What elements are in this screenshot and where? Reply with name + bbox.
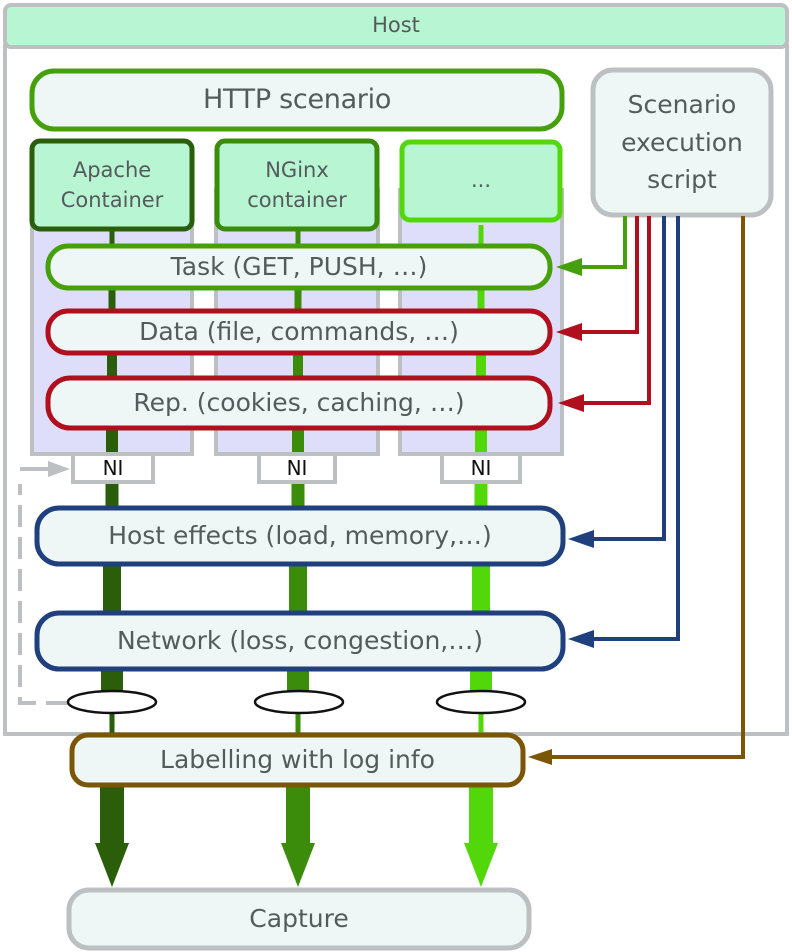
apache-container-box — [29, 138, 195, 232]
ni-label-apache: NI — [102, 456, 124, 480]
arrowhead-data — [556, 323, 582, 341]
ni-box-other — [440, 452, 522, 484]
control-line-rep — [580, 216, 651, 405]
nginx-container-box — [214, 138, 380, 232]
arrowhead-task — [556, 258, 582, 276]
http-scenario-label: HTTP scenario — [202, 83, 392, 115]
nginx-container-label: NGinx container — [217, 141, 377, 229]
host-title: Host — [372, 13, 420, 38]
flow-nginx-segment-0 — [295, 225, 301, 248]
http-scenario-box — [29, 68, 565, 132]
apache-container-label: Apache Container — [32, 141, 192, 229]
flow-other-segment-5 — [472, 562, 490, 615]
capture-point-other — [435, 689, 527, 715]
flow-apache-segment-2 — [107, 352, 117, 380]
arrowhead-network — [568, 630, 594, 648]
flow-apache-segment-5 — [103, 562, 121, 615]
capture-label: Capture — [249, 904, 349, 933]
flow-other-segment-6 — [470, 668, 492, 694]
network-layer-label: Network (loss, congestion,…) — [116, 626, 483, 655]
arrowhead-labelling — [528, 749, 552, 765]
flow-apache-segment-7 — [109, 712, 115, 738]
data-layer-box — [45, 308, 553, 356]
ni-label-nginx: NI — [286, 456, 308, 480]
flow-apache-segment-3 — [106, 428, 118, 456]
host-header — [3, 3, 789, 49]
flow-nginx-segment-5 — [289, 562, 307, 615]
other-container-label: ... — [470, 168, 492, 193]
dashed-feedback-loop — [18, 484, 68, 705]
flow-apache-segment-6 — [101, 668, 123, 694]
host-effects-layer-label: Host effects (load, memory,…) — [108, 521, 492, 550]
script-line2: execution — [621, 127, 743, 157]
flow-apache-segment-0 — [109, 225, 115, 248]
rep-layer-box — [45, 375, 553, 431]
flow-other-segment-2 — [476, 352, 486, 380]
task-layer-label: Task (GET, PUSH, …) — [170, 252, 428, 281]
flow-apache-segment-1 — [108, 288, 116, 312]
apache-container-line1: Apache — [72, 157, 152, 182]
script-line1: Scenario — [627, 90, 737, 120]
apache-container-line2: Container — [60, 188, 164, 212]
nginx-container-line1: NGinx — [265, 157, 329, 182]
flow-apache-segment-8 — [100, 785, 124, 845]
control-line-labelling — [548, 216, 745, 759]
data-layer-label: Data (file, commands, …) — [139, 317, 459, 346]
flow-other-arrowhead — [464, 843, 498, 887]
script-line3: script — [647, 165, 717, 195]
arrowhead-rep — [558, 394, 584, 412]
rep-layer-label: Rep. (cookies, caching, …) — [133, 388, 465, 417]
other-container-box — [399, 139, 563, 223]
flow-other-segment-0 — [478, 225, 484, 248]
control-line-network — [592, 216, 680, 641]
flow-nginx-segment-2 — [293, 352, 303, 380]
labelling-label: Labelling with log info — [160, 745, 435, 774]
flow-other-segment-3 — [475, 428, 487, 456]
flow-nginx-segment-7 — [295, 712, 301, 738]
nginx-container-line2: container — [247, 188, 347, 212]
dashed-feedback-arrowhead — [48, 461, 70, 477]
task-layer-box — [45, 243, 553, 291]
host-effects-layer-box — [34, 505, 566, 567]
flow-other-segment-7 — [478, 712, 484, 738]
flow-nginx-segment-8 — [286, 785, 310, 845]
control-line-task — [580, 216, 627, 269]
scenario-script-label: Scenario execution script — [593, 70, 771, 215]
flow-nginx-segment-1 — [294, 288, 302, 312]
flow-other-segment-8 — [469, 785, 493, 845]
scenario-script-box — [590, 67, 774, 218]
arrowhead-host-effects — [568, 530, 594, 548]
flow-other-segment-4 — [474, 480, 488, 510]
control-line-host-effects — [592, 216, 666, 541]
flow-apache-arrowhead — [95, 843, 129, 887]
flow-nginx-segment-4 — [291, 480, 305, 510]
control-line-data — [580, 216, 639, 334]
capture-point-nginx — [253, 689, 345, 715]
flow-other-segment-1 — [477, 288, 485, 312]
ni-box-nginx — [257, 452, 337, 484]
ni-box-apache — [71, 452, 155, 484]
capture-point-apache — [66, 689, 158, 715]
flow-apache-segment-4 — [105, 480, 119, 510]
capture-box — [66, 887, 532, 951]
ni-label-other: NI — [470, 456, 492, 480]
labelling-box — [69, 732, 526, 788]
flow-nginx-arrowhead — [281, 843, 315, 887]
flow-nginx-segment-6 — [287, 668, 309, 694]
network-layer-box — [34, 610, 566, 672]
flow-nginx-segment-3 — [292, 428, 304, 456]
